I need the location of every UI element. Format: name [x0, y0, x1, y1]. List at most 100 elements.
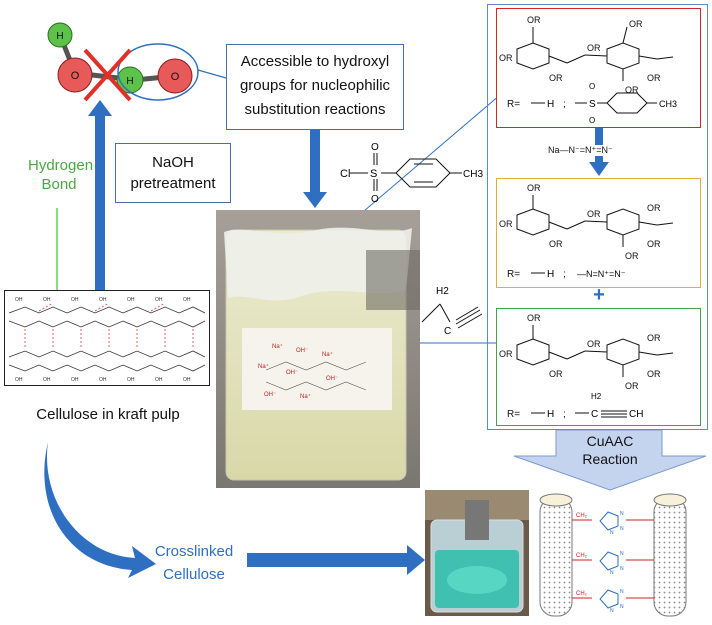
- water-molecule-icon: H O H O: [47, 22, 199, 102]
- svg-text:OH⁻: OH⁻: [326, 376, 338, 382]
- svg-text:OR: OR: [647, 239, 661, 249]
- cellulose-kraft-label: Cellulose in kraft pulp: [36, 406, 180, 423]
- svg-text:OH: OH: [99, 297, 107, 303]
- svg-text:CH3: CH3: [659, 99, 677, 109]
- svg-text:OR: OR: [499, 219, 513, 229]
- svg-text:C: C: [444, 326, 451, 337]
- atom-h2-label: H: [126, 76, 133, 87]
- svg-text:OR: OR: [499, 349, 513, 359]
- svg-text:N: N: [620, 551, 624, 557]
- svg-text:H: H: [547, 269, 554, 280]
- atom-o2-label: O: [171, 71, 180, 83]
- pretreatment-label: pretreatment: [130, 175, 216, 192]
- svg-text:OH: OH: [15, 377, 23, 383]
- svg-text:Na⁺: Na⁺: [272, 343, 283, 350]
- curved-arrow: [44, 442, 156, 578]
- propargyl-structure: H2 C: [421, 286, 483, 337]
- svg-text:CH3: CH3: [463, 169, 483, 180]
- svg-text:O: O: [371, 142, 379, 153]
- up-arrow: [88, 100, 112, 290]
- svg-text:OR: OR: [647, 73, 661, 83]
- svg-text:OR: OR: [647, 369, 661, 379]
- svg-text:OR: OR: [629, 19, 643, 29]
- svg-text:OH: OH: [43, 297, 51, 303]
- svg-text:Na⁺: Na⁺: [258, 363, 269, 370]
- svg-text:CH₂: CH₂: [576, 553, 588, 559]
- svg-text:CH: CH: [629, 409, 643, 420]
- svg-text:OH⁻: OH⁻: [286, 370, 298, 376]
- svg-text:H: H: [547, 99, 554, 110]
- naoh-pretreatment-box: NaOH pretreatment: [115, 143, 231, 203]
- svg-text:N: N: [620, 526, 624, 532]
- right-arrow-crosslinked: [247, 545, 425, 575]
- cuaac-arrow-shape: [513, 430, 707, 491]
- svg-text:OR: OR: [499, 53, 513, 63]
- svg-text:H: H: [547, 409, 554, 420]
- svg-text:OH: OH: [183, 377, 191, 383]
- svg-text:OR: OR: [527, 15, 541, 25]
- svg-text:OR: OR: [549, 73, 563, 83]
- svg-text:N: N: [610, 608, 614, 614]
- svg-text:H2: H2: [591, 392, 602, 401]
- svg-text:H2: H2: [436, 286, 449, 297]
- svg-text:OH: OH: [15, 297, 23, 303]
- svg-text:Cl: Cl: [340, 168, 350, 180]
- svg-text:Na⁺: Na⁺: [300, 393, 311, 400]
- svg-text:OR: OR: [625, 381, 639, 391]
- svg-text:N: N: [610, 570, 614, 576]
- svg-text:N: N: [620, 604, 624, 610]
- svg-text:;: ;: [563, 269, 566, 280]
- svg-text:OH: OH: [127, 297, 135, 303]
- svg-text:OH: OH: [155, 297, 163, 303]
- svg-text:OR: OR: [625, 85, 639, 95]
- svg-text:R=: R=: [507, 409, 520, 420]
- tosyl-chloride-structure: Cl S O O CH3: [340, 142, 483, 205]
- azide-label: Na—N⁻=N⁺=N⁻: [548, 145, 638, 156]
- svg-text:OR: OR: [647, 333, 661, 343]
- svg-text:OH: OH: [127, 377, 135, 383]
- tosyl-cellulose-panel: OR OR OR OR OR OR OR R= H ; S O O CH3: [496, 8, 701, 128]
- svg-text:OH: OH: [183, 297, 191, 303]
- svg-text:;: ;: [563, 99, 566, 110]
- svg-text:OR: OR: [625, 251, 639, 261]
- crosslinked-cellulose-label: Crosslinked Cellulose: [154, 543, 234, 583]
- svg-text:N: N: [620, 589, 624, 595]
- svg-text:C: C: [591, 409, 598, 420]
- svg-text:R=: R=: [507, 99, 520, 110]
- svg-text:OR: OR: [549, 239, 563, 249]
- svg-text:OH⁻: OH⁻: [296, 348, 308, 354]
- svg-text:R=: R=: [507, 269, 520, 280]
- svg-text:O: O: [589, 116, 595, 125]
- svg-text:O: O: [371, 194, 379, 205]
- svg-text:OR: OR: [587, 339, 601, 349]
- cuaac-reaction-label: CuAAC Reaction: [582, 433, 638, 467]
- triazole-icon: [599, 511, 619, 609]
- svg-text:OR: OR: [527, 313, 541, 323]
- svg-text:OR: OR: [647, 203, 661, 213]
- atom-o-label: O: [71, 70, 80, 82]
- svg-text:OH: OH: [71, 297, 79, 303]
- svg-text:CH₂: CH₂: [576, 591, 588, 597]
- svg-text:OH: OH: [71, 377, 79, 383]
- beaker-photo-icon: Na⁺ OH⁻ Na⁺ Na⁺ OH⁻ OH⁻ OH⁻ Na⁺: [216, 210, 420, 488]
- svg-text:S: S: [589, 99, 596, 110]
- svg-text:;: ;: [563, 409, 566, 420]
- svg-text:S: S: [370, 168, 377, 180]
- azide-cellulose-panel: OR OR OR OR OR OR OR R= H ; —N=N⁺=N⁻: [496, 178, 701, 288]
- plus-sign: +: [593, 284, 605, 306]
- svg-text:OR: OR: [587, 43, 601, 53]
- svg-text:CH₂: CH₂: [576, 513, 588, 519]
- atom-h-label: H: [56, 31, 63, 42]
- svg-text:N: N: [610, 530, 614, 536]
- svg-text:OH: OH: [99, 377, 107, 383]
- svg-text:OH⁻: OH⁻: [264, 392, 276, 398]
- svg-text:OR: OR: [549, 369, 563, 379]
- svg-text:Na⁺: Na⁺: [322, 351, 333, 358]
- down-arrow-beaker: [303, 130, 327, 208]
- svg-text:O: O: [589, 82, 595, 91]
- svg-text:OH: OH: [155, 377, 163, 383]
